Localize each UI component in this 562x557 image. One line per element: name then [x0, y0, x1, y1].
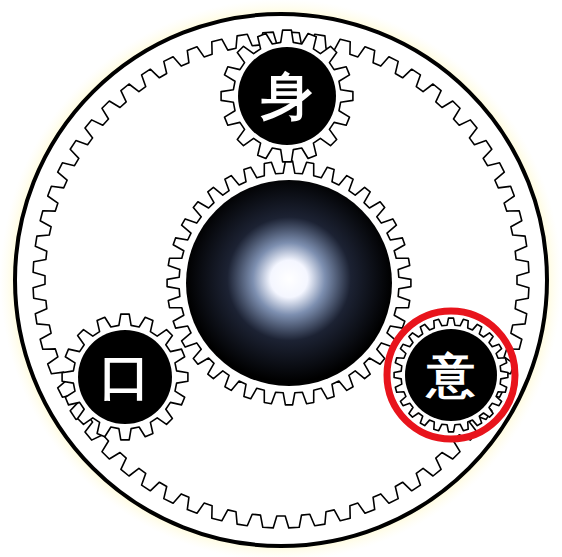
planet-gear [394, 318, 508, 432]
disc-fill [405, 329, 497, 421]
highlight-ring [387, 311, 515, 439]
planet-gear [62, 314, 188, 440]
planet-gear [221, 30, 353, 162]
disc-fill [238, 47, 336, 145]
sun-core [186, 180, 392, 386]
outer-disc [15, 14, 547, 546]
ring-gear [33, 32, 529, 528]
planet-circle: 意 [404, 328, 498, 422]
gear-character: 身 [261, 70, 313, 122]
planet-circle: 身 [237, 46, 337, 146]
gear-character: 口 [100, 352, 150, 402]
sun-gear [167, 161, 411, 405]
disc-fill [78, 330, 172, 424]
planet-circle: 口 [77, 329, 173, 425]
gear-character: 意 [427, 351, 475, 399]
